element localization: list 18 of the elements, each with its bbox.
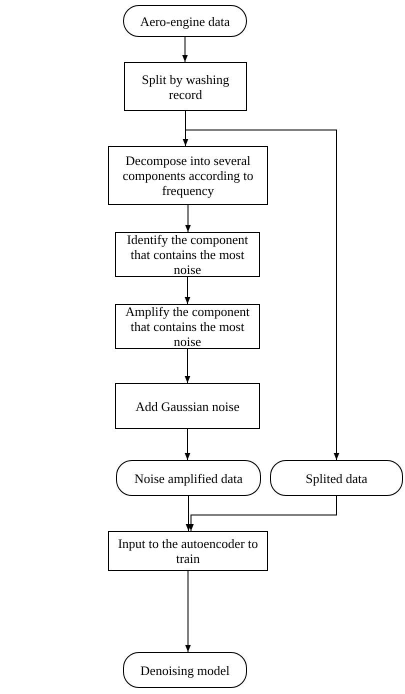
arrow <box>188 496 337 532</box>
process-box: Identify the component that contains the most noise <box>115 232 260 277</box>
process-box: Split by washing record <box>124 62 247 111</box>
terminal-box: Splited data <box>270 460 403 496</box>
process-box: Amplify the component that contains the most noise <box>115 304 260 349</box>
process-box: Add Gaussian noise <box>115 383 260 429</box>
arrow <box>186 496 192 532</box>
arrow <box>182 36 188 62</box>
arrow <box>185 204 191 232</box>
process-box: Decompose into several components according to frequency <box>108 146 268 205</box>
arrow <box>184 276 190 304</box>
arrow <box>184 348 190 384</box>
arrow <box>185 570 191 652</box>
arrow <box>184 428 190 460</box>
terminal-box: Noise amplified data <box>116 460 261 496</box>
process-box: Input to the autoencoder to train <box>108 531 268 571</box>
terminal-box: Aero-engine data <box>123 5 247 37</box>
terminal-box: Denoising model <box>123 652 247 688</box>
